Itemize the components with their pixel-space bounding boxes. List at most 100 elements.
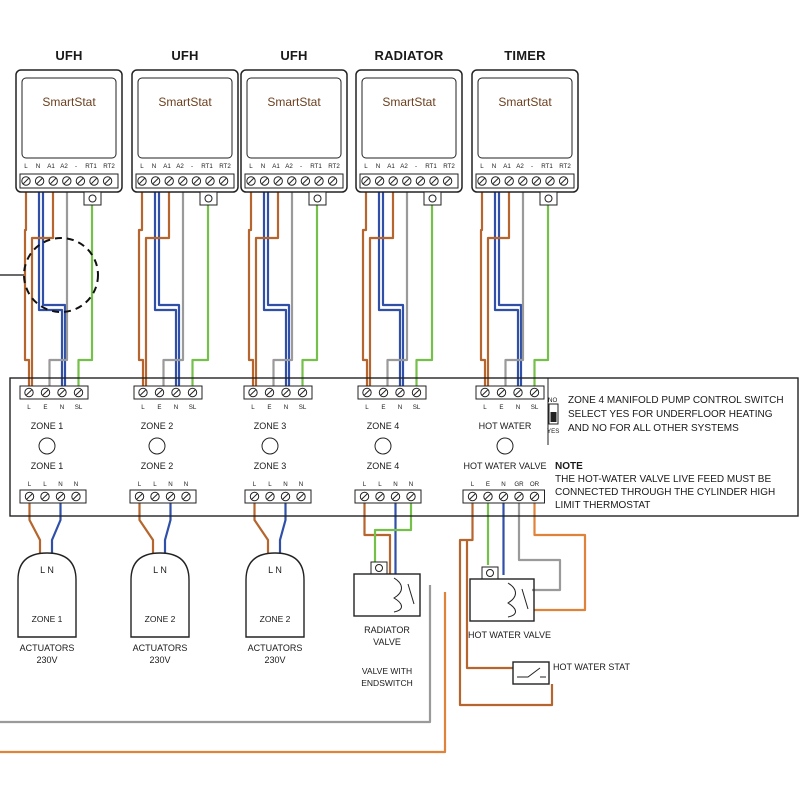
thermostat-terminal-label: A2 [285,163,293,170]
terminal-screw-slot [26,493,33,500]
hot-water-valve-screw [486,569,494,577]
zone-output-label: ZONE 4 [367,461,400,471]
thermostat-terminal-label: RT1 [310,163,322,170]
wire-live [361,186,369,388]
input-terminal-label: N [516,404,520,411]
terminal-screw-slot [531,389,538,396]
terminal-screw-slot [282,493,289,500]
wire-actuator-neutral [163,503,172,560]
wire-earth [48,186,69,388]
terminal-screw-slot [248,178,254,184]
note-line-2: CONNECTED THROUGH THE CYLINDER HIGH [555,487,775,498]
hot-water-valve-terminal [481,566,499,580]
wire-neutral [37,186,64,388]
zone-indicator-label: ZONE 2 [141,421,174,431]
output-terminal-label: OR [530,481,540,488]
thermostat-terminal-label: A1 [272,163,280,170]
thermostat-terminal-label: L [364,163,368,170]
thermostat-terminal-label: - [415,163,417,170]
zone-indicator-label: HOT WATER [479,421,532,431]
input-terminal-label: E [157,404,161,411]
terminal-screw-slot [403,178,410,184]
wire-stat-feed [465,540,513,670]
output-terminal-strip [129,489,197,504]
radiator-valve-label-2: VALVE [373,637,401,647]
terminal-screw-slot [492,178,499,184]
switch-instruction-line-3: AND NO FOR ALL OTHER SYSTEMS [568,423,739,434]
terminal-screw-slot [283,389,289,396]
zone-indicator-1: ZONE 1 [31,421,63,455]
thermostat-screen [137,77,233,159]
terminal-screw-slot [73,493,79,500]
input-terminal-label: N [398,404,402,411]
input-terminal-strip [357,385,427,400]
thermostat-terminal-label: N [152,163,156,170]
hot-water-stat-label: HOT WATER STAT [553,662,630,672]
terminal-screw-slot [166,178,173,184]
wire-switched-line [533,205,550,388]
output-terminal-label: N [501,481,505,488]
radiator-valve-screw [375,564,383,572]
note-line-1: THE HOT-WATER VALVE LIVE FEED MUST BE [555,474,771,485]
thermostat-terminal-label: - [191,163,193,170]
thermostat-header: RADIATOR [374,48,443,63]
terminal-screw-slot [519,178,526,184]
sensor-screw [544,194,553,203]
thermostat-terminal-label: A2 [176,163,184,170]
thermostat-screen [361,77,457,159]
terminal-screw-slot [207,178,213,184]
wire-neutral [266,186,291,388]
terminal-screw-slot [275,178,282,184]
wire-neutral [262,186,288,388]
thermostat-terminal-label: A1 [387,163,395,170]
terminal-screw-slot [57,493,64,500]
terminal-screw-slot [531,493,538,500]
wiring-centre-panel [9,377,799,517]
thermostat-terminal-label: A2 [60,163,68,170]
thermostat-terminal-label: RT1 [85,163,97,170]
output-terminal-strip [19,489,87,504]
wire-neutral [497,186,523,388]
wire-switched-live [144,186,171,388]
terminal-screw-slot [42,493,48,500]
thermostat-screen [477,77,573,159]
wire-hw-live [458,503,554,707]
output-terminal-label: N [283,481,287,488]
thermostat-terminal-label: RT1 [425,163,437,170]
output-terminal-label: L [138,481,142,488]
terminal-screw-slot [376,178,383,184]
input-terminal-label: L [27,404,31,411]
note-line-3: LIMIT THERMOSTAT [555,500,650,511]
terminal-screw-slot [316,178,322,184]
terminal-screw-slot [267,493,273,500]
wire-switched-line [77,205,94,388]
radiator-valve-sub-1: VALVE WITH [362,666,412,676]
actuator-body [17,552,77,638]
zone-output-label: HOT WATER VALVE [463,461,546,471]
switch-instruction-line-1: ZONE 4 MANIFOLD PUMP CONTROL SWITCH [568,395,784,406]
thermostat-terminal-label: N [492,163,496,170]
output-terminal-strip [354,489,422,504]
thermostat-header: UFH [55,48,82,63]
thermostat-terminal-label: N [261,163,265,170]
thermostat-terminal-label: RT2 [559,163,571,170]
manifold-pump-switch[interactable]: NO YES [547,397,559,435]
wire-actuator-live [28,503,42,560]
switch-no-label: NO [548,397,557,404]
terminal-screw-slot [266,389,273,396]
sensor-screw [88,194,97,203]
thermostat-terminal-label: RT2 [103,163,115,170]
wire-actuator-live [253,503,270,560]
terminal-screw-slot [104,178,111,184]
radiator-valve-label-1: RADIATOR [364,625,410,635]
zone-led [261,437,279,455]
output-terminal-label: L [378,481,382,488]
terminal-screw-slot [183,493,189,500]
hot-water-valve-endswitch-icon [507,582,529,618]
terminal-screw-slot [91,178,97,184]
wire-hw-orange [533,503,587,612]
wire-rv-live [363,503,392,574]
